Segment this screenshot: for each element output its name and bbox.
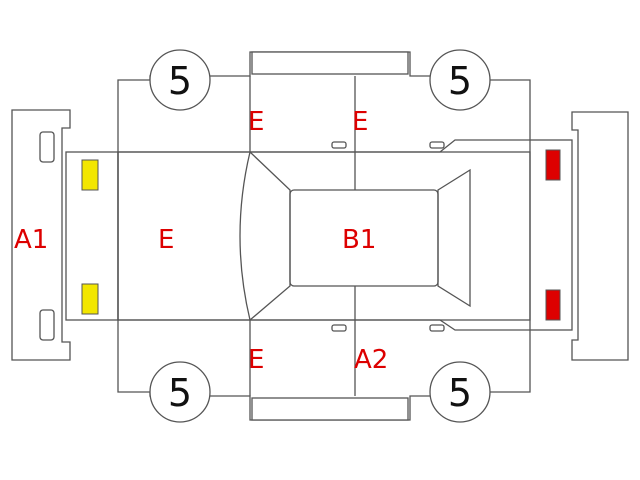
rear-bumper-outline bbox=[571, 111, 629, 361]
bottom-rocker-panel bbox=[251, 397, 409, 421]
tire-rear-right bbox=[429, 361, 491, 423]
label-front-door-bottom: E bbox=[248, 345, 264, 375]
rear-window bbox=[437, 168, 471, 308]
front-fog-light-top bbox=[39, 131, 55, 163]
top-rocker-panel bbox=[251, 51, 409, 75]
windshield bbox=[239, 150, 291, 322]
label-rear-door-top: E bbox=[352, 107, 368, 137]
headlight-left bbox=[81, 159, 99, 191]
door-handle-bottom-rear bbox=[429, 324, 445, 332]
tire-rear-right-score: 5 bbox=[448, 371, 472, 415]
front-bumper-outline bbox=[11, 109, 71, 361]
door-handle-bottom-front bbox=[331, 324, 347, 332]
taillight-left bbox=[545, 149, 561, 181]
tire-front-left bbox=[149, 49, 211, 111]
door-handle-top-front bbox=[331, 141, 347, 149]
headlight-right bbox=[81, 283, 99, 315]
label-rear-door-bottom: A2 bbox=[354, 345, 388, 375]
label-hood: E bbox=[158, 225, 174, 255]
tire-rear-left-score: 5 bbox=[448, 59, 472, 103]
label-front-door-top: E bbox=[248, 107, 264, 137]
label-roof: B1 bbox=[342, 225, 376, 255]
label-front-bumper: A1 bbox=[14, 225, 48, 255]
door-handle-top-rear bbox=[429, 141, 445, 149]
tire-front-right-score: 5 bbox=[168, 371, 192, 415]
tire-front-left-score: 5 bbox=[168, 59, 192, 103]
front-fog-light-bottom bbox=[39, 309, 55, 341]
tire-rear-left bbox=[429, 49, 491, 111]
taillight-right bbox=[545, 289, 561, 321]
tire-front-right bbox=[149, 361, 211, 423]
top-view-body bbox=[117, 151, 531, 321]
